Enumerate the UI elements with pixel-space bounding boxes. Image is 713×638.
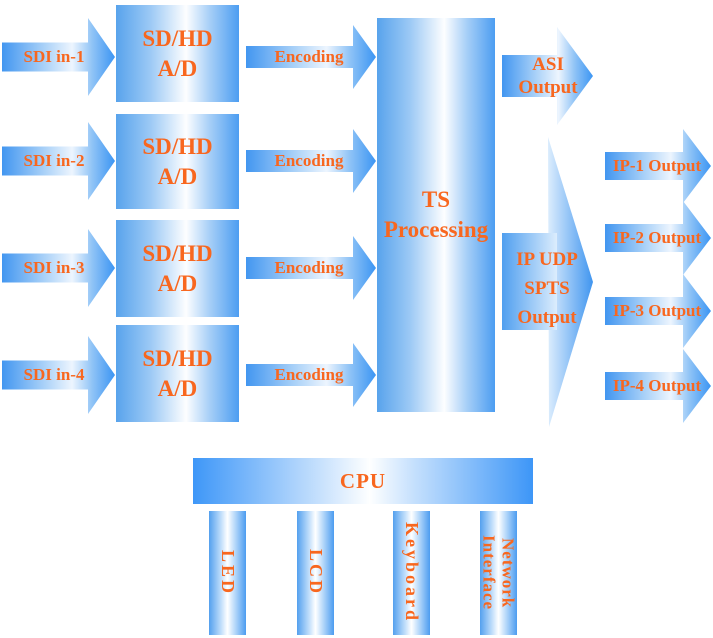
adc-box-2: SD/HD A/D: [116, 114, 239, 209]
ts-processing-box: TS Processing: [377, 18, 495, 412]
ip-output-arrow-4: [605, 349, 711, 423]
asi-output-arrow: [502, 27, 593, 125]
ip-output-arrow-2: [605, 201, 711, 275]
peripheral-bar-lcd: LCD: [297, 511, 334, 635]
sdi-in-arrow-1: [2, 18, 115, 96]
adc-box-4: SD/HD A/D: [116, 325, 239, 422]
adc-box-3: SD/HD A/D: [116, 220, 239, 317]
sdi-in-arrow-4: [2, 336, 115, 414]
peripheral-label-keyboard: Keyboard: [402, 522, 422, 624]
adc-box-label: SD/HD A/D: [142, 25, 213, 81]
adc-box-label: SD/HD A/D: [142, 133, 213, 189]
adc-box-label: SD/HD A/D: [142, 345, 213, 401]
ip-output-arrow-1: [605, 129, 711, 203]
sdi-in-arrow-2: [2, 122, 115, 200]
encoding-arrow-2: [246, 129, 376, 193]
sdi-in-arrow-3: [2, 229, 115, 307]
encoding-arrow-4: [246, 343, 376, 407]
adc-box-label: SD/HD A/D: [142, 240, 213, 296]
peripheral-bar-keyboard: Keyboard: [393, 511, 430, 635]
ts-processing-label: TS Processing: [383, 187, 489, 242]
peripheral-label-network-interface: Network Interface: [479, 535, 518, 611]
ip-output-arrow-3: [605, 274, 711, 348]
ip-udp-arrow-head: [548, 137, 593, 427]
encoding-arrow-1: [246, 25, 376, 89]
peripheral-bar-led: LED: [209, 511, 246, 635]
ip-udp-arrow-tail: [502, 233, 557, 330]
adc-box-1: SD/HD A/D: [116, 5, 239, 102]
peripheral-label-led: LED: [218, 549, 238, 596]
peripheral-label-lcd: LCD: [306, 549, 326, 597]
ip-udp-output-arrow: [502, 137, 593, 427]
cpu-bar: CPU: [193, 458, 533, 504]
peripheral-bar-network-interface: Network Interface: [479, 511, 518, 635]
cpu-label: CPU: [339, 469, 387, 493]
encoding-arrow-3: [246, 236, 376, 300]
